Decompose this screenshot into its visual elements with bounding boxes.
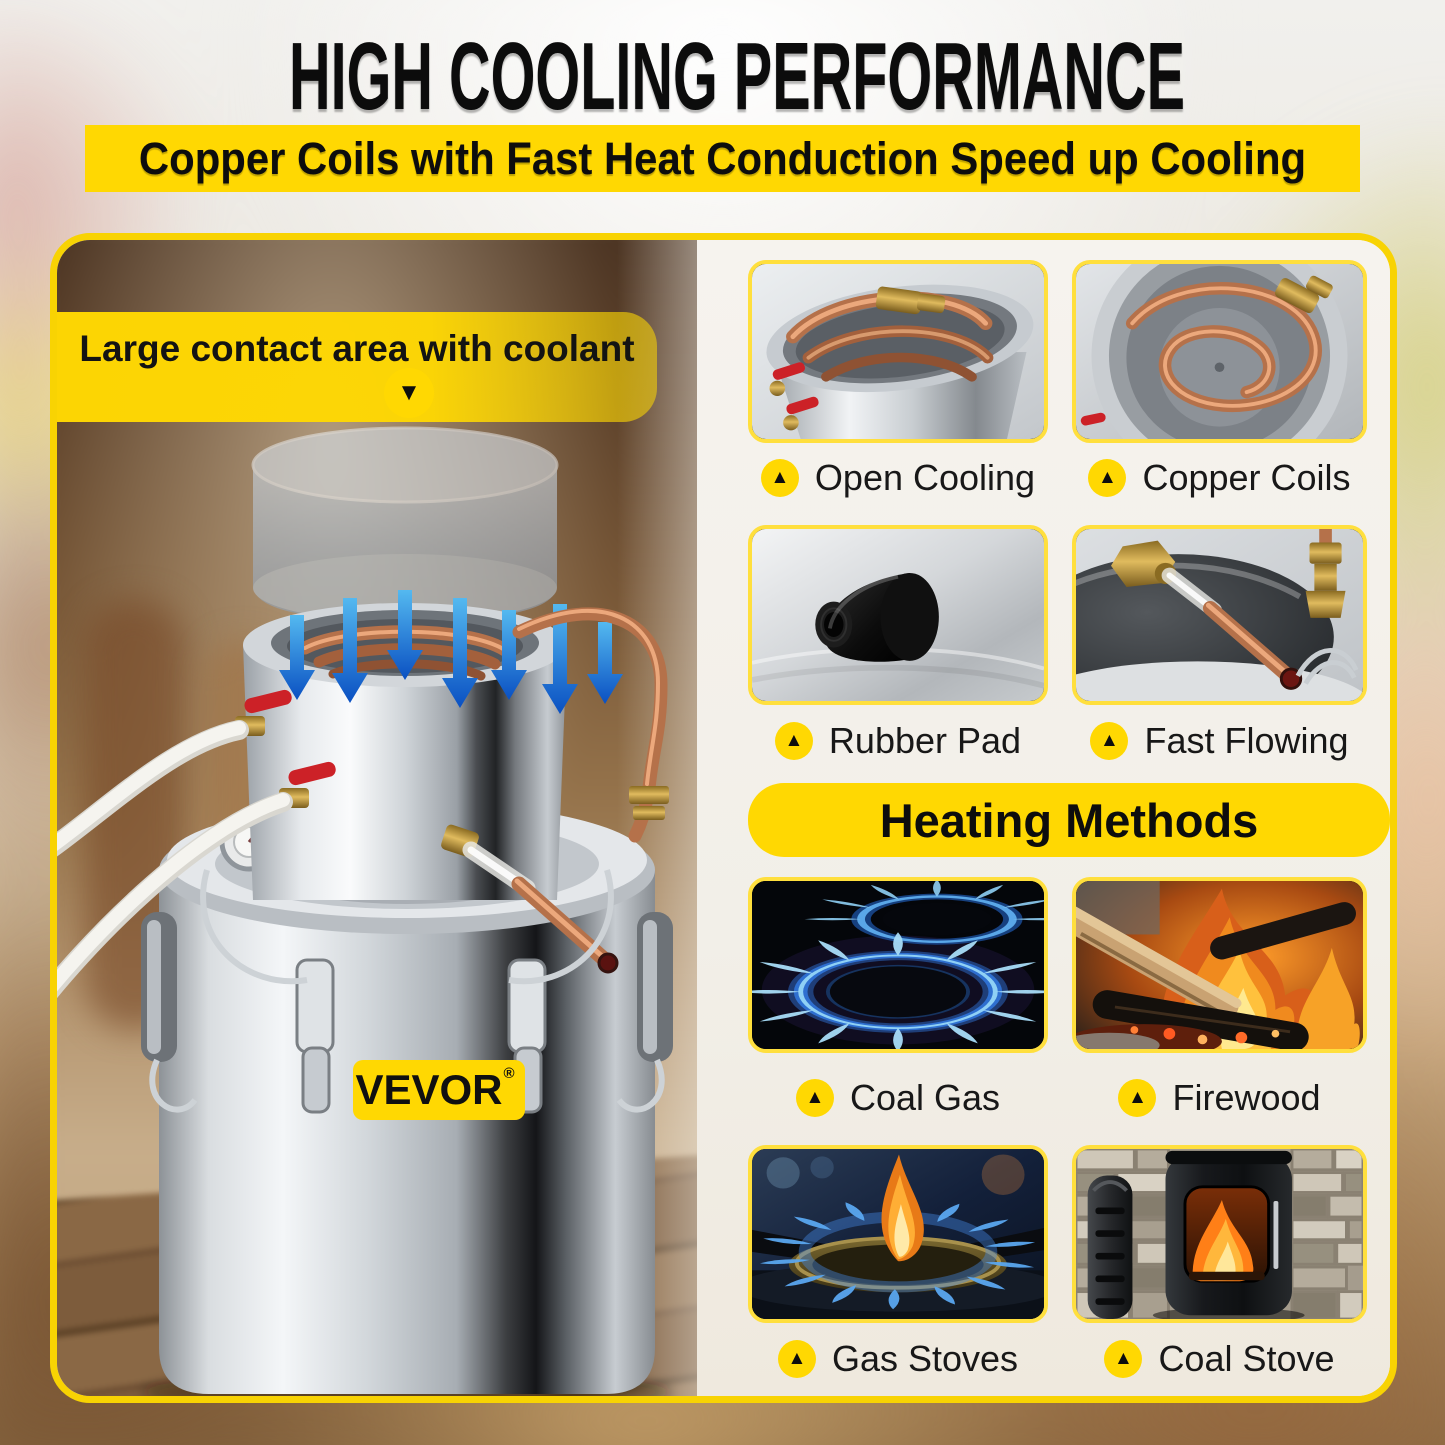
embers [1076, 1024, 1280, 1049]
lower-burner-flames [752, 932, 1044, 1049]
heating-label-text: Coal Stove [1158, 1338, 1335, 1379]
subtitle-text: Copper Coils with Fast Heat Conduction S… [138, 132, 1307, 184]
heating-image-gas-stoves [748, 1145, 1048, 1323]
subtitle-banner: Copper Coils with Fast Heat Conduction S… [85, 125, 1360, 192]
bucket [159, 870, 655, 1394]
heating-label-text: Coal Gas [849, 1077, 1001, 1118]
feature-label-text: Copper Coils [1142, 457, 1351, 498]
copper-spiral [1125, 282, 1322, 413]
feature-label-text: Fast Flowing [1144, 720, 1349, 761]
feature-label-text: Open Cooling [814, 457, 1036, 498]
brass-fitting [1274, 275, 1333, 314]
triangle-bullet-icon: ▲ [795, 1079, 834, 1117]
brand-registered-mark: ® [503, 1065, 514, 1082]
heating-methods-title: Heating Methods [879, 793, 1259, 847]
triangle-bullet-icon: ▲ [774, 722, 813, 760]
callout-banner: Large contact area with coolant ▼ [57, 312, 657, 422]
heating-label-coal-gas: ▲ Coal Gas [748, 1073, 1048, 1123]
page-title: HIGH COOLING PERFORMANCE [288, 23, 1186, 130]
callout-label: Large contact area with coolant [79, 328, 635, 369]
feature-label-copper-coils: ▲ Copper Coils [1072, 453, 1367, 503]
triangle-bullet-icon: ▲ [1104, 1340, 1143, 1378]
silicone-hoses [57, 720, 293, 999]
content-frame: VEVOR ® Large contact area with coolant … [50, 233, 1397, 1403]
air-pipe [1087, 1175, 1133, 1319]
coolant-flow-arrows [279, 590, 623, 714]
feature-label-text: Rubber Pad [828, 720, 1022, 761]
translucent-lid [251, 426, 559, 622]
feature-image-open-cooling [748, 260, 1048, 443]
rubber-foot [815, 572, 939, 662]
red-valves [769, 362, 819, 431]
brass-fitting-right [629, 786, 669, 820]
pot-rim [766, 284, 1034, 393]
bokeh [766, 1157, 800, 1189]
red-valve [1080, 412, 1106, 426]
feature-label-rubber-pad: ▲ Rubber Pad [748, 716, 1048, 766]
triangle-bullet-icon: ▲ [760, 459, 799, 497]
triangle-bullet-icon: ▲ [1088, 459, 1127, 497]
distiller-product-photo: VEVOR ® [57, 426, 673, 1396]
feature-label-open-cooling: ▲ Open Cooling [748, 453, 1048, 503]
brass-fitting [875, 286, 946, 315]
triangle-bullet-icon: ▲ [1090, 722, 1129, 760]
heating-methods-banner: Heating Methods [748, 783, 1390, 857]
logs [1076, 902, 1356, 1049]
heating-label-gas-stoves: ▲ Gas Stoves [748, 1334, 1048, 1384]
stove-body [1165, 1150, 1292, 1316]
upper-burner-flames [804, 881, 1044, 945]
feature-image-rubber-pad [748, 525, 1048, 705]
brand-label: VEVOR ® [353, 1060, 525, 1120]
feature-image-fast-flowing [1072, 525, 1367, 705]
heating-label-text: Firewood [1172, 1077, 1321, 1118]
feature-image-copper-coils [1072, 260, 1367, 443]
bucket-latches [141, 869, 673, 1114]
triangle-bullet-icon: ▲ [777, 1340, 816, 1378]
brass-fitting-right [1305, 529, 1346, 618]
heating-label-text: Gas Stoves [831, 1338, 1019, 1379]
feature-label-fast-flowing: ▲ Fast Flowing [1072, 716, 1367, 766]
down-arrow-icon: ▼ [384, 368, 434, 418]
brand-text: VEVOR [355, 1066, 502, 1113]
heating-label-firewood: ▲ Firewood [1072, 1073, 1367, 1123]
blue-flame-ring [759, 1198, 1036, 1310]
heating-image-coal-gas [748, 877, 1048, 1053]
triangle-bullet-icon: ▲ [1118, 1079, 1157, 1117]
copper-outlet [1202, 600, 1303, 690]
heating-image-coal-stove [1072, 1145, 1367, 1323]
orange-center-flame [881, 1154, 924, 1262]
wire-handle [1295, 648, 1359, 685]
door-handle [1273, 1200, 1279, 1269]
heating-label-coal-stove: ▲ Coal Stove [1072, 1334, 1367, 1384]
condenser-pot [243, 603, 567, 900]
heating-image-firewood [1072, 877, 1367, 1053]
